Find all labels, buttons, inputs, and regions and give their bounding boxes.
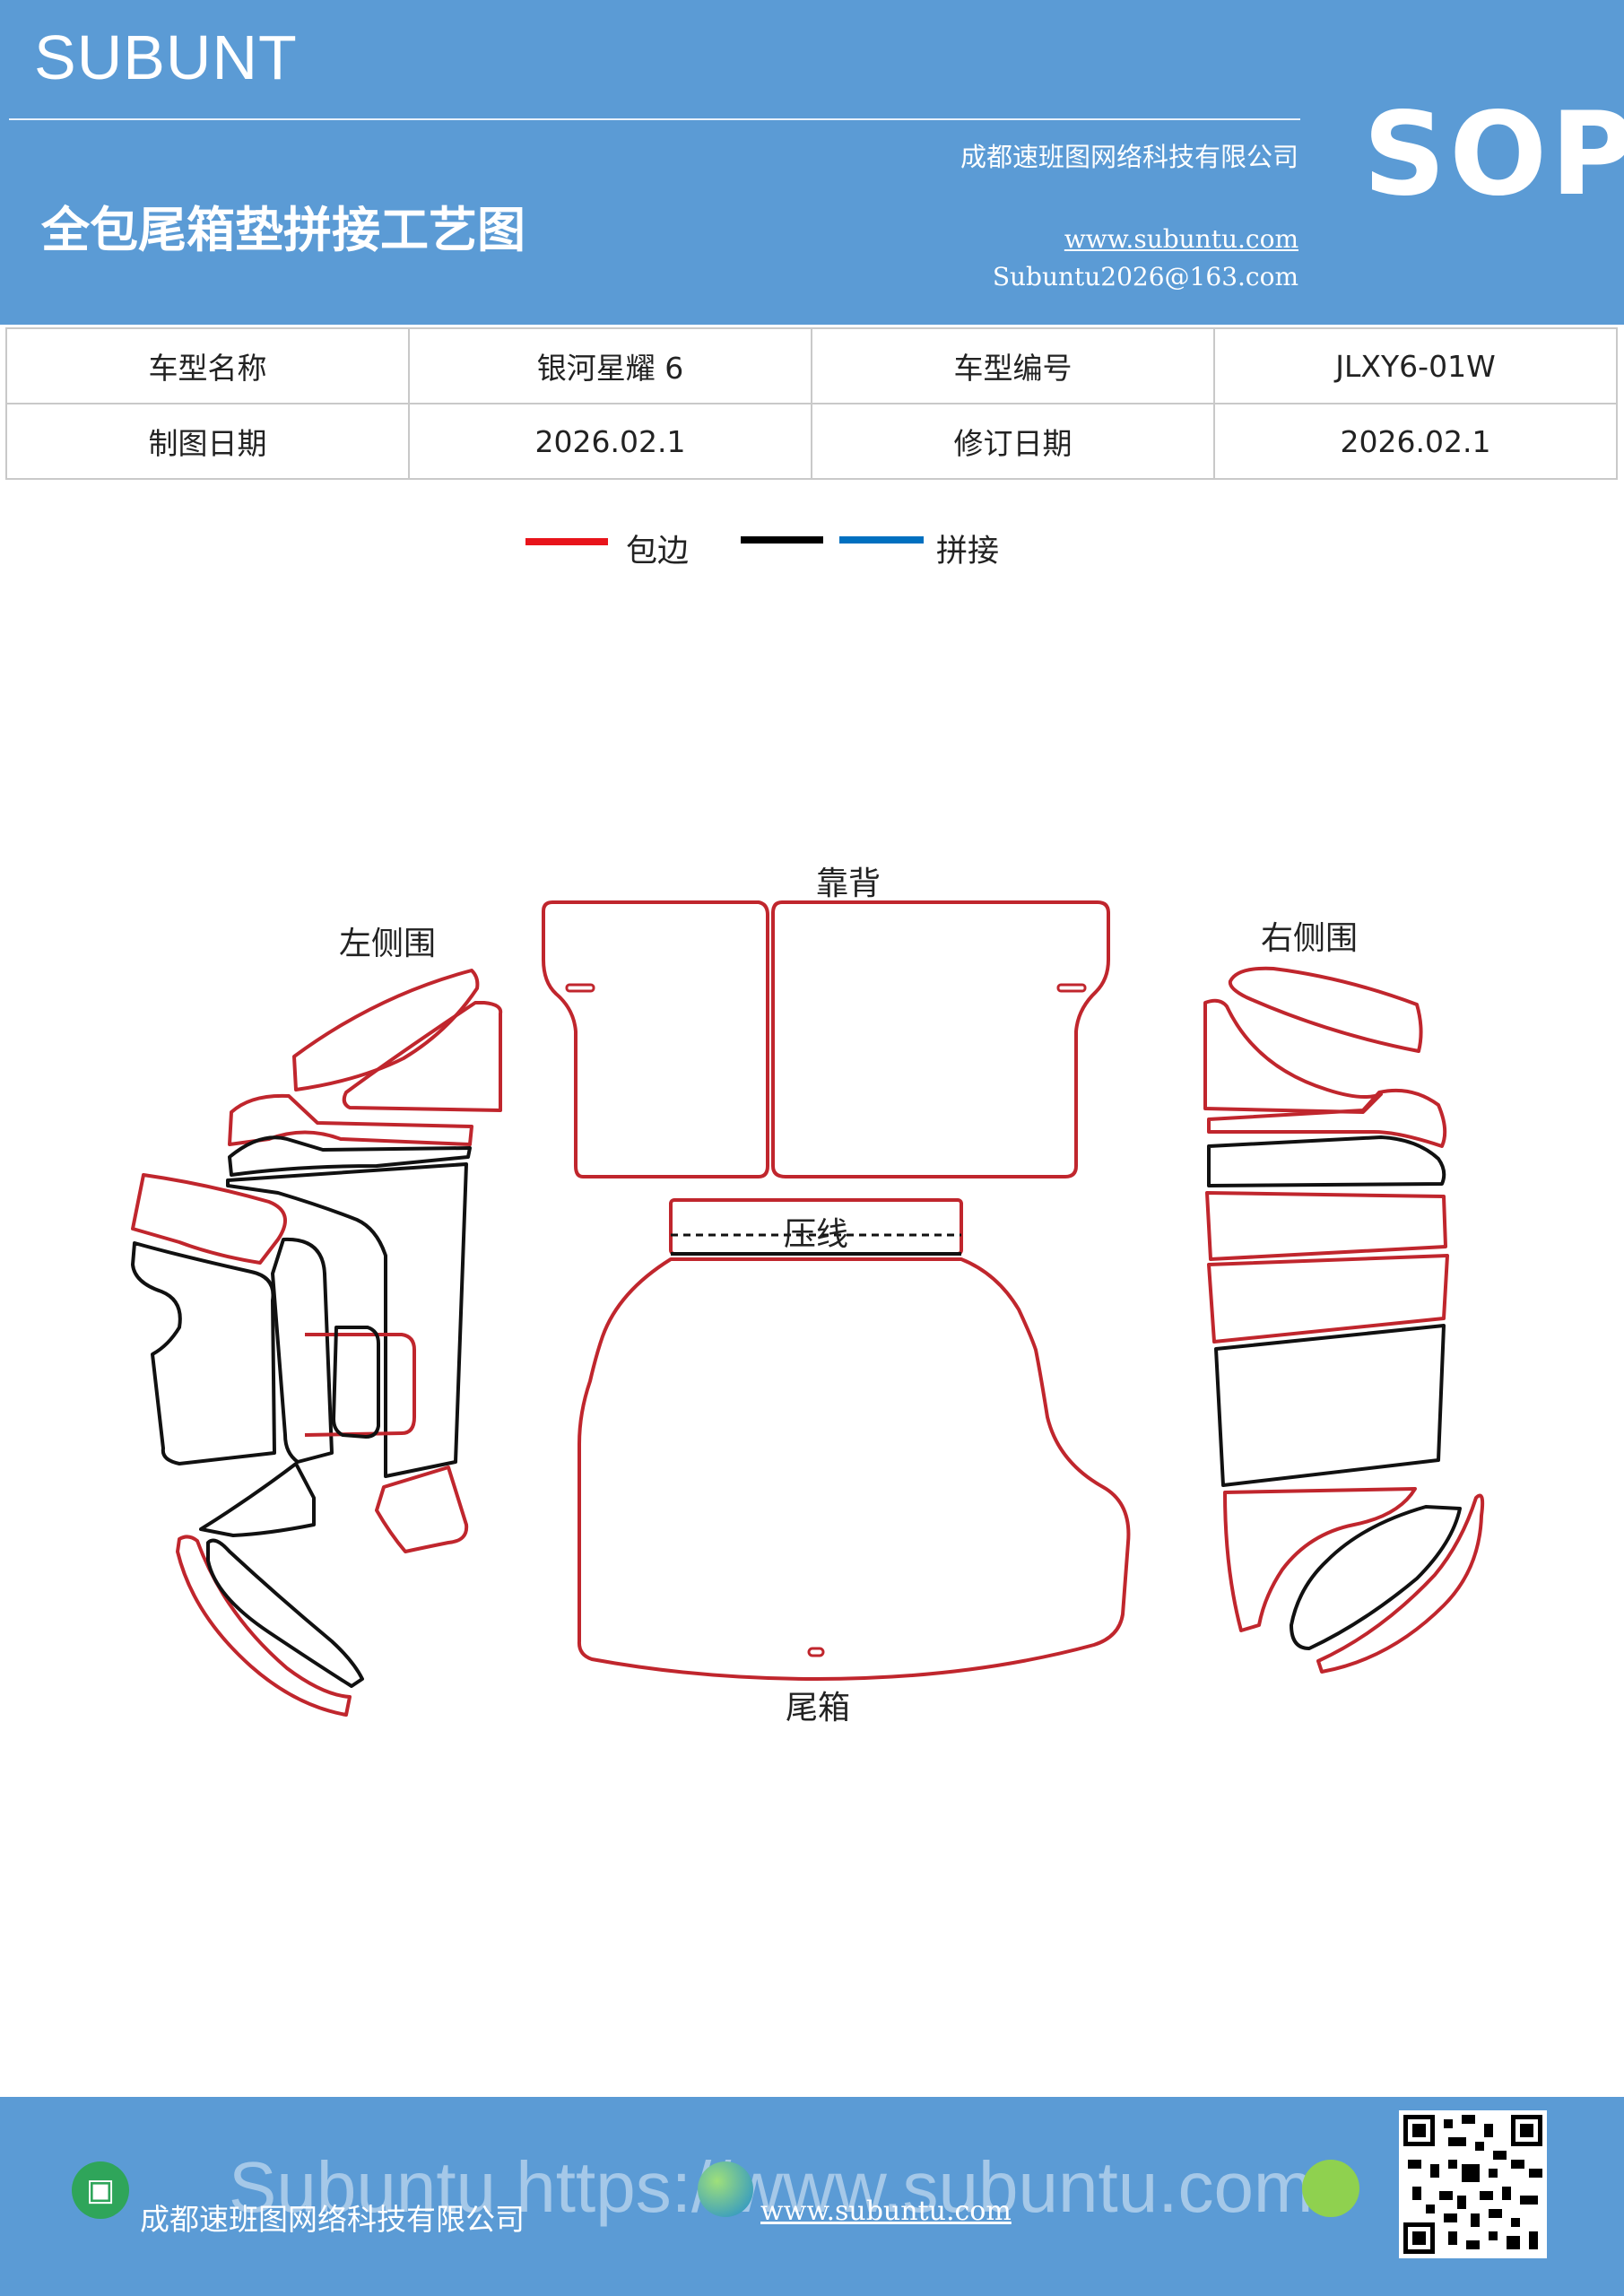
right-side-piece-9 <box>1290 1505 1462 1650</box>
right-side-piece-7 <box>1214 1324 1446 1487</box>
left-side-piece-10 <box>375 1465 469 1553</box>
draw-date-label: 制图日期 <box>5 403 410 480</box>
legend: 包边 拼接 <box>0 520 1624 583</box>
vehicle-info-table: 车型名称 银河星耀 6 车型编号 JLXY6-01W 制图日期 2026.02.… <box>5 327 1618 480</box>
left-side-piece-7 <box>131 1241 276 1465</box>
right-side-piece-2 <box>1203 998 1383 1114</box>
left-side-piece-8 <box>271 1237 334 1464</box>
email-address: Subuntu2026@163.com <box>992 262 1298 291</box>
label-right-side: 右侧围 <box>1261 920 1358 957</box>
header-divider <box>9 118 1300 120</box>
legend-edge-swatch <box>525 538 608 545</box>
left-side-piece-11 <box>176 1535 352 1717</box>
legend-edge-label: 包边 <box>626 534 690 570</box>
right-side-piece-5 <box>1205 1191 1447 1261</box>
right-side-piece-4 <box>1207 1135 1446 1187</box>
table-row: 制图日期 2026.02.1 修订日期 2026.02.1 <box>5 403 1618 480</box>
legend-black-swatch <box>741 536 823 544</box>
label-crease: 压线 <box>784 1216 848 1253</box>
right-side-piece-3 <box>1207 1088 1447 1148</box>
model-name-value: 银河星耀 6 <box>408 327 812 404</box>
draw-date-value: 2026.02.1 <box>408 403 812 480</box>
backrest-right-slot <box>1056 983 1087 993</box>
right-side-piece-6 <box>1207 1254 1449 1344</box>
brand-logo-text: SUBUNT <box>34 22 298 92</box>
label-trunk: 尾箱 <box>786 1690 850 1726</box>
right-side-piece-10 <box>1316 1493 1485 1674</box>
left-side-piece-5 <box>226 1162 468 1478</box>
footer-website-link[interactable]: www.subuntu.com <box>760 2196 1012 2227</box>
left-side-piece-3 <box>228 1093 473 1146</box>
left-side-piece-9 <box>199 1462 316 1537</box>
left-side-piece-1 <box>292 969 480 1091</box>
footer-company-name: 成都速班图网络科技有限公司 <box>140 2202 525 2237</box>
globe-icon <box>698 2161 753 2217</box>
header-banner: SUBUNT 全包尾箱垫拼接工艺图 成都速班图网络科技有限公司 www.subu… <box>0 0 1624 325</box>
left-side-piece-12 <box>206 1538 364 1688</box>
revise-date-label: 修订日期 <box>811 403 1215 480</box>
table-row: 车型名称 银河星耀 6 车型编号 JLXY6-01W <box>5 327 1618 404</box>
qr-code-icon <box>1399 2110 1547 2258</box>
website-link[interactable]: www.subuntu.com <box>1064 224 1298 254</box>
backrest-left-slot <box>565 983 595 993</box>
page-title: 全包尾箱垫拼接工艺图 <box>41 202 525 258</box>
trunk-floor-panel <box>577 1257 1131 1681</box>
left-side-inner-loop <box>304 1333 416 1437</box>
label-backrest: 靠背 <box>816 865 881 902</box>
legend-splice-label: 拼接 <box>936 534 1000 570</box>
backrest-right-panel <box>771 900 1110 1178</box>
trunk-slot <box>807 1647 825 1657</box>
legend-splice-swatch <box>839 536 924 544</box>
label-left-side: 左侧围 <box>339 926 436 962</box>
footer-banner: Subuntu https://www.subuntu.com ▣ 成都速班图网… <box>0 2097 1624 2296</box>
left-side-piece-4 <box>228 1135 472 1177</box>
revise-date-value: 2026.02.1 <box>1213 403 1618 480</box>
left-side-piece-2 <box>342 1001 503 1112</box>
footer-watermark: Subuntu https://www.subuntu.com <box>229 2147 1314 2227</box>
model-code-value: JLXY6-01W <box>1213 327 1618 404</box>
left-side-inner-tab <box>332 1326 380 1439</box>
sop-badge: SOP <box>1363 88 1624 222</box>
left-side-piece-6 <box>131 1173 287 1265</box>
model-code-label: 车型编号 <box>811 327 1215 404</box>
right-side-piece-8 <box>1223 1487 1417 1632</box>
backrest-left-panel <box>542 900 769 1178</box>
right-side-piece-1 <box>1228 966 1423 1053</box>
wechat-icon <box>1302 2160 1359 2217</box>
company-name: 成都速班图网络科技有限公司 <box>960 142 1298 172</box>
model-name-label: 车型名称 <box>5 327 410 404</box>
company-icon: ▣ <box>72 2161 129 2219</box>
